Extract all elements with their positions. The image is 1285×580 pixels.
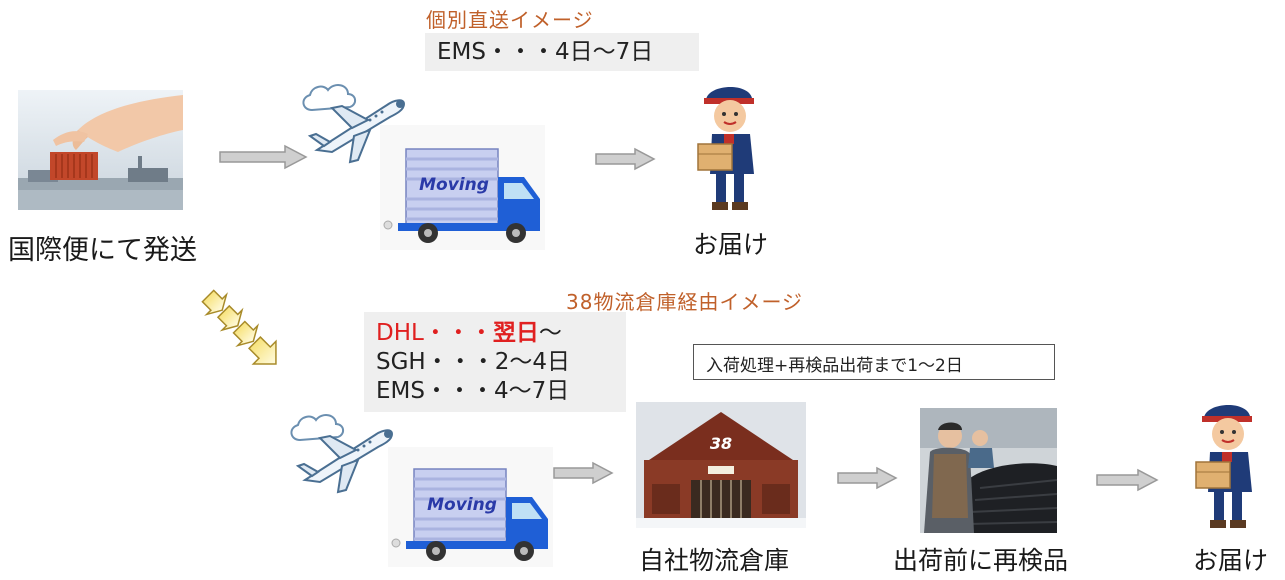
bottom-delivery-label: お届け (1193, 546, 1269, 575)
arrow-truck-to-warehouse (553, 461, 614, 485)
dhl-prefix: DHL・・・ (376, 320, 493, 346)
delivery-truck-bottom: Moving (388, 447, 553, 567)
arrow-warehouse-to-inspection (837, 466, 898, 490)
arrow-truck-to-delivery-top (595, 147, 656, 171)
ems-time: EMS・・・4〜7日 (376, 378, 570, 404)
sgh-time: SGH・・・2〜4日 (376, 349, 570, 375)
top-route-heading: 個別直送イメージ (426, 8, 594, 32)
warehouse-sign: 38 (709, 434, 733, 453)
bottom-route-times-box: DHL・・・翌日〜 SGH・・・2〜4日 EMS・・・4〜7日 (364, 312, 626, 412)
truck-label-top: Moving (419, 175, 489, 195)
inspection-photo (920, 408, 1058, 533)
processing-note: 入荷処理+再検品出荷まで1〜2日 (693, 344, 1055, 380)
shipping-container-photo (18, 90, 183, 210)
arrow-start-to-plane (219, 144, 308, 170)
inspection-label: 出荷前に再検品 (893, 546, 1069, 575)
dhl-highlight: 翌日 (492, 320, 539, 346)
warehouse-label: 自社物流倉庫 (639, 546, 790, 575)
top-delivery-label: お届け (693, 230, 769, 259)
airplane-icon-bottom (280, 410, 400, 495)
top-route-times-box: EMS・・・4日〜7日 (425, 33, 699, 71)
truck-label-bottom: Moving (427, 495, 497, 515)
start-label: 国際便にて発送 (8, 235, 197, 266)
dhl-time: DHL・・・翌日〜 (376, 319, 562, 348)
arrow-diagonal-to-warehouse-route (192, 280, 292, 380)
top-route-ems-time: EMS・・・4日〜7日 (437, 39, 654, 65)
courier-icon-bottom (1190, 396, 1262, 536)
arrow-inspection-to-delivery (1096, 468, 1159, 492)
airplane-icon-top (292, 80, 412, 165)
dhl-suffix: 〜 (538, 320, 562, 346)
bottom-route-heading: 38物流倉庫経由イメージ (566, 290, 804, 314)
delivery-truck-top: Moving (380, 125, 545, 250)
courier-icon-top (692, 78, 764, 218)
warehouse-photo: 38 (636, 402, 806, 528)
